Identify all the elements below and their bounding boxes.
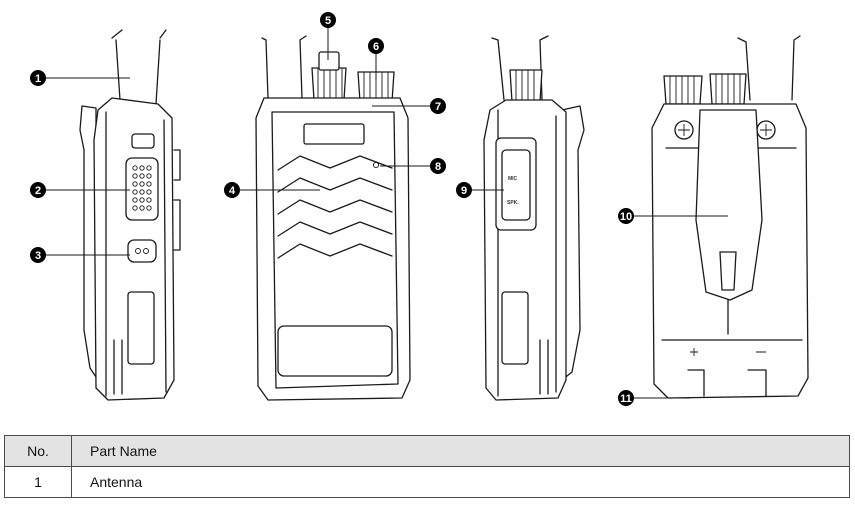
accessory-jack-cover: [495, 137, 537, 231]
ptt-button: [125, 157, 159, 221]
front-view: [255, 35, 411, 401]
svg-text:10: 10: [620, 211, 632, 223]
speaker-grille: [277, 155, 393, 171]
channel-knob: [311, 67, 347, 101]
row-no: 1: [4, 466, 72, 498]
callout-9: 9: [456, 182, 472, 198]
parts-table: No. Part Name 1 Antenna: [4, 435, 850, 498]
callout-5: 5: [320, 12, 336, 28]
header-part-name: Part Name: [71, 435, 850, 467]
row-part-name: Antenna: [71, 466, 850, 498]
radio-parts-diagram: MIC SPK. 1 2: [30, 12, 809, 406]
svg-text:9: 9: [461, 185, 467, 197]
callout-4: 4: [224, 182, 240, 198]
callout-7: 7: [430, 98, 446, 114]
svg-text:7: 7: [435, 101, 441, 113]
callout-10: 10: [618, 208, 634, 224]
spk-jack-label: SPK.: [507, 200, 519, 206]
mic-jack-label: MIC: [508, 176, 518, 182]
svg-text:2: 2: [35, 185, 41, 197]
table-header-row: No. Part Name: [4, 435, 850, 467]
svg-text:1: 1: [35, 73, 41, 85]
callout-8: 8: [430, 158, 446, 174]
radio-body-front: [255, 97, 411, 401]
header-no: No.: [4, 435, 72, 467]
mic-hole: [372, 161, 380, 169]
callout-1: 1: [30, 70, 46, 86]
callout-markers: 1 2 3 4 5 6 7 8 9 10 11: [30, 12, 634, 406]
belt-clip-back: [695, 109, 763, 301]
svg-text:6: 6: [373, 41, 379, 53]
callout-11: 11: [618, 390, 634, 406]
table-row: 1 Antenna: [4, 466, 850, 498]
side-view-left: [79, 29, 181, 401]
leader-lines: [44, 26, 728, 399]
svg-text:11: 11: [620, 393, 632, 405]
callout-2: 2: [30, 182, 46, 198]
svg-text:3: 3: [35, 250, 41, 262]
back-view: [651, 35, 809, 399]
side-view-right: MIC SPK.: [483, 35, 585, 401]
callout-3: 3: [30, 247, 46, 263]
svg-text:8: 8: [435, 161, 441, 173]
callout-6: 6: [368, 38, 384, 54]
svg-text:5: 5: [325, 15, 331, 27]
svg-text:4: 4: [229, 185, 236, 197]
side-button: [127, 239, 157, 263]
